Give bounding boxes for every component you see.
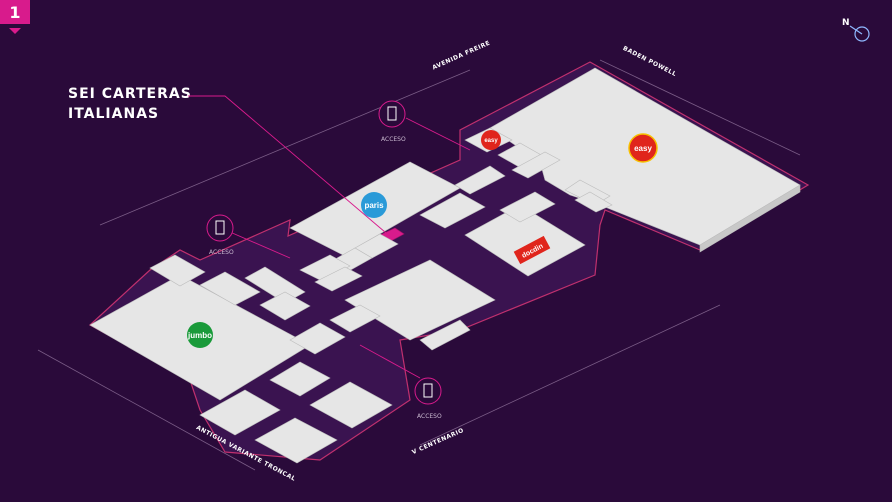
callout-line-2: ITALIANAS: [68, 106, 160, 122]
store-center-5[interactable]: [419, 192, 486, 229]
store-left-6[interactable]: [269, 361, 331, 397]
street-line-baden-powell: [599, 59, 801, 156]
store-left-4[interactable]: [259, 291, 311, 321]
floor-badge[interactable]: 1: [0, 0, 30, 24]
jumbo-logo-text: jumbo: [187, 331, 212, 340]
easy-logo-large[interactable]: easy: [628, 133, 658, 163]
building-docdin[interactable]: [464, 204, 586, 277]
floor-plate: [88, 61, 810, 461]
store-right-2[interactable]: [511, 151, 561, 179]
entrance-top-icon[interactable]: [378, 100, 406, 128]
store-center-3[interactable]: [299, 254, 351, 282]
store-left-3[interactable]: [244, 266, 306, 304]
store-left-2[interactable]: [199, 271, 261, 306]
entrance-leader-left: [229, 231, 291, 259]
building-easy-side: [699, 184, 801, 253]
compass-label: N: [842, 18, 850, 28]
street-line-v-centenario: [419, 304, 721, 446]
easy-logo-small[interactable]: easy: [481, 130, 501, 150]
building-center-bottom[interactable]: [344, 259, 496, 341]
store-center-4[interactable]: [314, 266, 363, 292]
entrance-top-label: ACCESO: [381, 136, 406, 143]
entrance-bottom-label: ACCESO: [417, 413, 442, 420]
callout-leader-line: [188, 95, 393, 239]
store-bottom-2[interactable]: [254, 417, 338, 464]
street-line-antigua-variante: [37, 349, 256, 471]
store-callout: SEI CARTERAS ITALIANAS: [68, 84, 268, 124]
street-lines: [37, 59, 801, 471]
entrance-icons: [206, 100, 442, 405]
compass-icon: [849, 25, 870, 42]
store-bottom-1[interactable]: [309, 381, 393, 429]
floor-dropdown-icon[interactable]: [9, 28, 21, 34]
store-cb-2[interactable]: [419, 319, 471, 351]
store-left-1[interactable]: [149, 254, 206, 287]
store-cb-1[interactable]: [329, 304, 381, 333]
entrance-leader-bottom: [359, 344, 421, 379]
store-right-4[interactable]: [574, 191, 613, 213]
entrance-left-label: ACCESO: [209, 249, 234, 256]
store-left-7[interactable]: [199, 389, 281, 436]
store-logos: jumbo paris easy easy docdin: [187, 130, 658, 348]
entrance-leaders: [229, 117, 471, 379]
store-center-6[interactable]: [454, 165, 506, 195]
easy-logo-large-text: easy: [634, 144, 652, 153]
paris-logo-text: paris: [364, 201, 384, 210]
entrance-leader-top: [405, 117, 471, 151]
paris-logo[interactable]: paris: [361, 192, 387, 218]
jumbo-logo[interactable]: jumbo: [187, 322, 213, 348]
store-left-5[interactable]: [289, 322, 346, 355]
easy-logo-small-text: easy: [484, 138, 498, 144]
entrance-bottom-icon[interactable]: [414, 377, 442, 405]
entrance-left-icon[interactable]: [206, 214, 234, 242]
callout-line-1: SEI CARTERAS: [68, 86, 192, 102]
floor-outline: [88, 61, 810, 461]
store-docdin-top[interactable]: [499, 191, 556, 223]
